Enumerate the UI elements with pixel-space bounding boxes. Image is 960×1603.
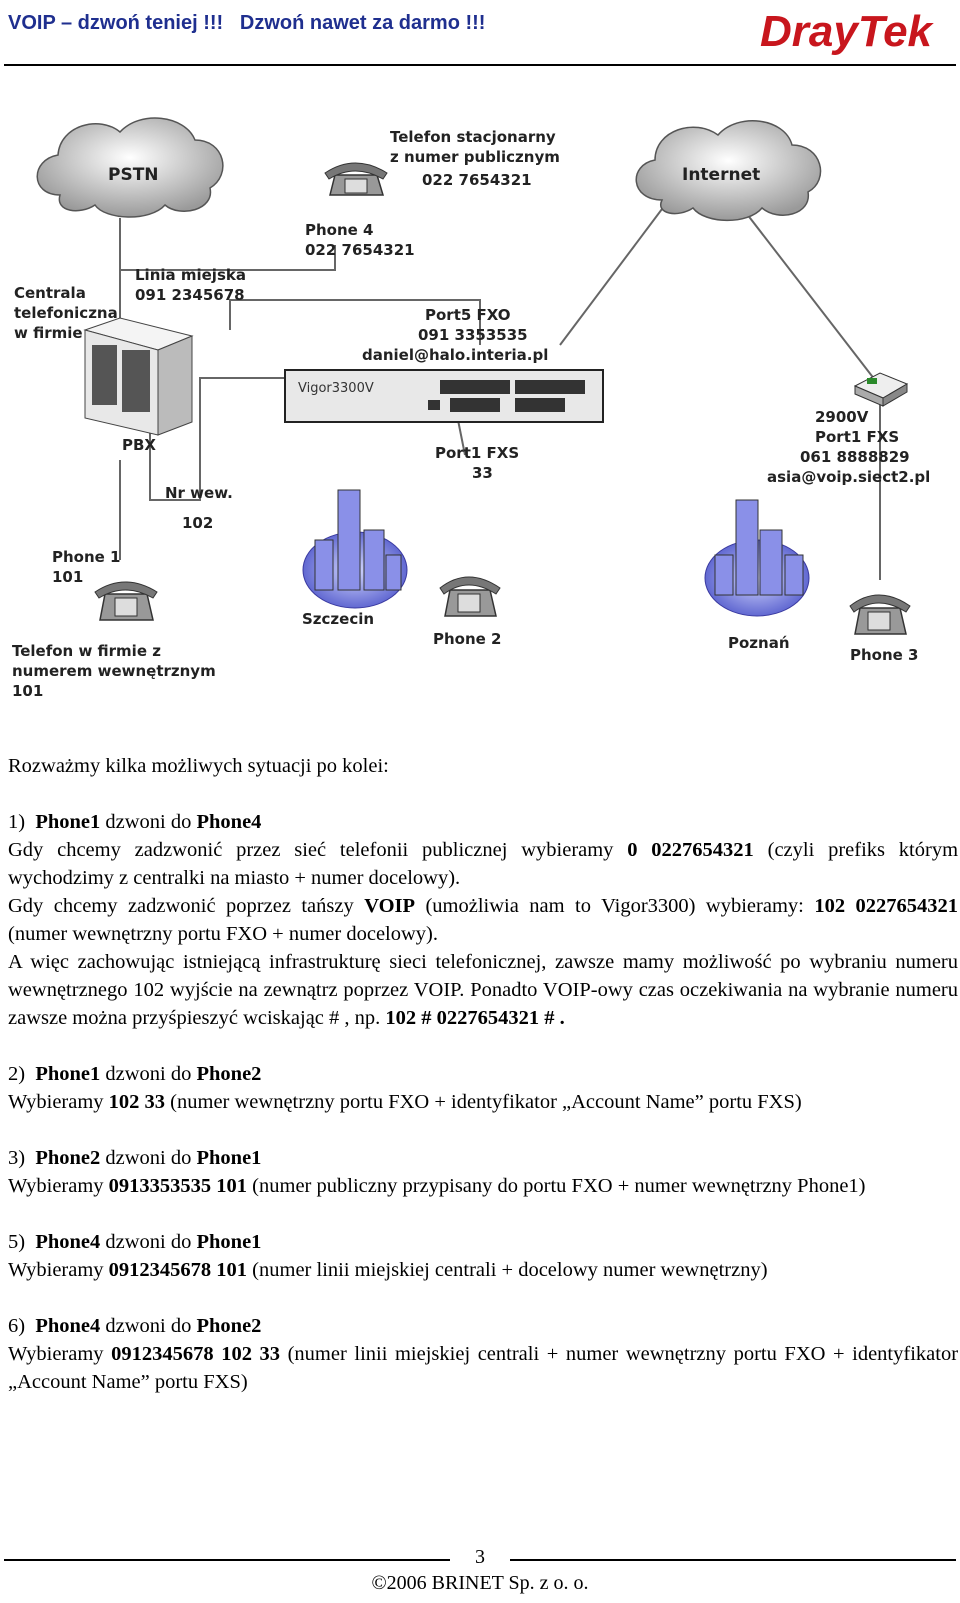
scenario-6-body: Wybieramy 0912345678 102 33 (numer linii…: [8, 1343, 959, 1393]
city-line-label: Linia miejska: [135, 266, 246, 284]
scenario-1-pstn: Gdy chcemy zadzwonić przez sieć telefoni…: [8, 839, 959, 889]
network-diagram: PSTN Internet Telefon stacjonarny z nume…: [12, 117, 930, 700]
footer-rule-right: [510, 1559, 956, 1561]
document-body: Rozważmy kilka możliwych sytuacji po kol…: [8, 752, 958, 1396]
pbx-caption-line1: Centrala: [14, 284, 86, 302]
vigor2900-model: 2900V: [815, 408, 869, 426]
internet-cloud: Internet: [635, 120, 822, 222]
landline-caption-line1: Telefon stacjonarny: [390, 128, 556, 146]
connection-lines: [119, 204, 881, 580]
pstn-label: PSTN: [108, 165, 159, 185]
scenario-1-note: A więc zachowując istniejącą infrastrukt…: [8, 951, 958, 1029]
vigor2900-number: 061 8888829: [800, 448, 910, 466]
scenario-2-body: Wybieramy 102 33 (numer wewnętrzny portu…: [8, 1091, 802, 1113]
szczecin-city-icon: [302, 489, 408, 609]
port1-label: Port1 FXS: [435, 444, 519, 462]
landline-caption-line2: z numer publicznym: [390, 148, 560, 166]
phone3-icon: [849, 594, 911, 635]
company-phone-line1: Telefon w firmie z: [12, 642, 161, 660]
phone2-icon: [439, 576, 501, 617]
phone4-label: Phone 4: [305, 221, 374, 239]
internet-label: Internet: [682, 165, 760, 185]
vigor2900v-router: [853, 372, 909, 407]
footer-rule-left: [4, 1559, 450, 1561]
svg-text:DrayTek: DrayTek: [760, 7, 935, 56]
vigor2900-port: Port1 FXS: [815, 428, 899, 446]
port1-number: 33: [472, 464, 493, 482]
intro-paragraph: Rozważmy kilka możliwych sytuacji po kol…: [8, 755, 389, 777]
szczecin-label: Szczecin: [302, 610, 374, 628]
port5-email: daniel@halo.interia.pl: [362, 346, 548, 364]
vigor3300v-router: Vigor3300V: [284, 369, 604, 423]
phone1-number: 101: [52, 568, 83, 586]
scenario-1-voip: Gdy chcemy zadzwonić poprzez tańszy VOIP…: [8, 895, 959, 945]
page-header-title: VOIP – dzwoń teniej !!! Dzwoń nawet za d…: [8, 12, 486, 34]
phone2-label: Phone 2: [433, 630, 502, 648]
draytek-logo: DrayTek: [760, 7, 935, 56]
pstn-cloud: PSTN: [36, 117, 224, 218]
copyright: ©2006 BRINET Sp. z o. o.: [371, 1572, 589, 1594]
pbx-label: PBX: [122, 436, 156, 454]
pbx-caption-line2: telefoniczna: [14, 304, 118, 322]
pbx-caption-line3: w firmie: [14, 324, 83, 342]
scenario-3-body: Wybieramy 0913353535 101 (numer publiczn…: [8, 1175, 866, 1197]
scenario-3-heading: 3) Phone2 dzwoni do Phone1: [8, 1147, 262, 1169]
phone1-label: Phone 1: [52, 548, 121, 566]
port5-label: Port5 FXO: [425, 306, 511, 324]
extension-number: 102: [182, 514, 213, 532]
scenario-5-body: Wybieramy 0912345678 101 (numer linii mi…: [8, 1259, 768, 1281]
company-phone-line2: numerem wewnętrznym: [12, 662, 216, 680]
router-model-label: Vigor3300V: [298, 381, 374, 396]
landline-caption-line3: 022 7654321: [422, 171, 532, 189]
port5-number: 091 3353535: [418, 326, 528, 344]
extension-label: Nr wew.: [165, 484, 233, 502]
phone3-label: Phone 3: [850, 646, 919, 664]
scenario-5-heading: 5) Phone4 dzwoni do Phone1: [8, 1231, 262, 1253]
header-rule: [4, 64, 956, 66]
phone4-icon: [324, 162, 388, 196]
scenario-2-heading: 2) Phone1 dzwoni do Phone2: [8, 1063, 262, 1085]
pbx-box: [83, 317, 194, 436]
phone1-icon: [94, 581, 158, 621]
poznan-label: Poznań: [728, 634, 790, 652]
company-phone-line3: 101: [12, 682, 43, 700]
scenario-1-heading: 1) Phone1 dzwoni do Phone4: [8, 811, 262, 833]
page-number: 3: [475, 1546, 485, 1568]
city-line-number: 091 2345678: [135, 286, 245, 304]
vigor2900-email: asia@voip.siect2.pl: [767, 468, 930, 486]
poznan-city-icon: [704, 499, 810, 617]
phone4-number: 022 7654321: [305, 241, 415, 259]
scenario-6-heading: 6) Phone4 dzwoni do Phone2: [8, 1315, 262, 1337]
